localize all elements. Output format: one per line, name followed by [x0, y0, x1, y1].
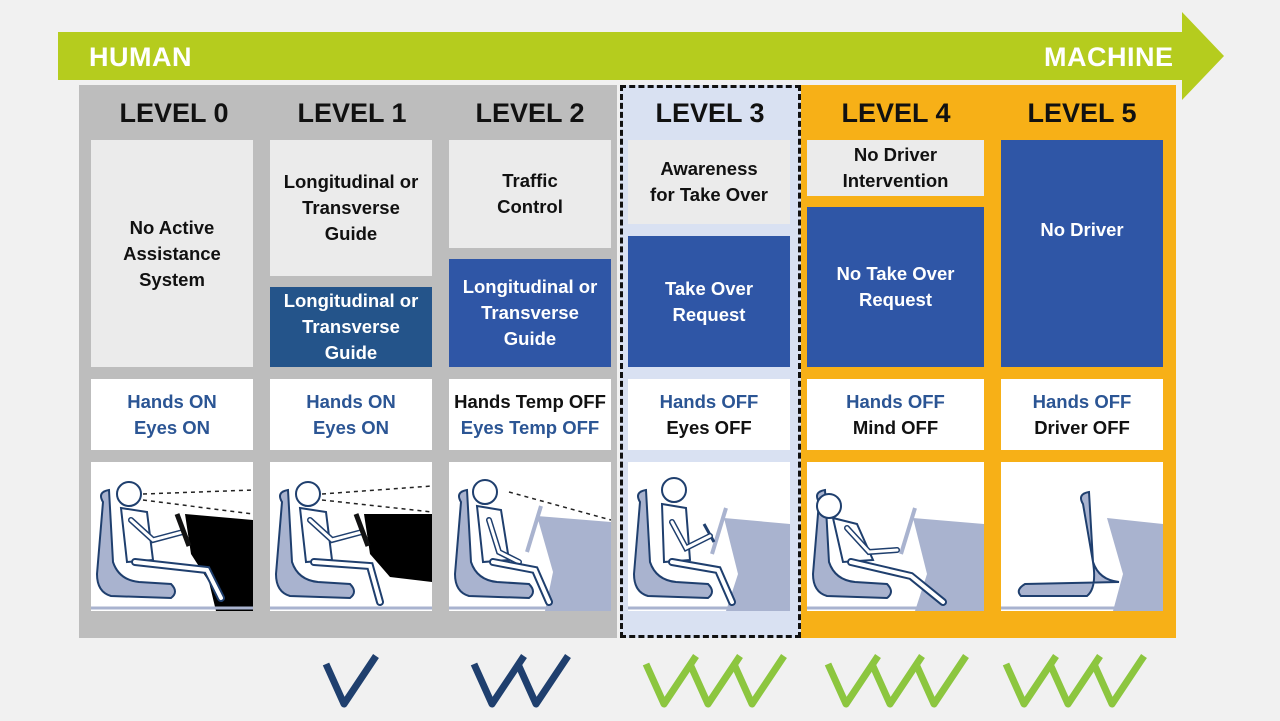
- arrow-label-human: HUMAN: [89, 42, 192, 72]
- level-1-check-marks: [322, 654, 379, 708]
- level-1-system-box: Longitudinal or Transverse Guide: [270, 287, 432, 367]
- level-3-system-box: Take Over Request: [628, 236, 790, 367]
- partial-automation-illustration: [449, 479, 611, 611]
- check-icon: [686, 654, 743, 708]
- level-0-system-box: No Active Assistance System: [91, 140, 253, 367]
- full-automation-illustration: [1001, 490, 1163, 611]
- level-5-scene: [1001, 462, 1163, 611]
- level-3-scene: [628, 462, 790, 611]
- level-5-driver: Driver OFF: [1034, 416, 1130, 438]
- level-3-hands: Hands OFF: [659, 390, 759, 412]
- level-4-status: Hands OFF Mind OFF: [807, 379, 984, 450]
- arrow-label-machine: MACHINE: [1044, 42, 1174, 72]
- level-0-hands: Hands ON: [127, 390, 217, 412]
- level-1-status: Hands ON Eyes ON: [270, 379, 432, 450]
- level-3-human-box: Awareness for Take Over: [628, 140, 790, 224]
- check-icon: [912, 654, 969, 708]
- level-4-human-box: No Driver Intervention: [807, 140, 984, 196]
- manual-driving-illustration: [91, 481, 253, 611]
- level-0-title: LEVEL 0: [119, 98, 229, 128]
- level-4-title: LEVEL 4: [841, 98, 951, 128]
- human-machine-arrow: [58, 12, 1224, 100]
- level-2-eyes: Eyes Temp OFF: [460, 416, 600, 438]
- check-icon: [824, 654, 881, 708]
- level-1-hands: Hands ON: [306, 390, 396, 412]
- check-icon: [470, 654, 527, 708]
- level-1-human-box: Longitudinal or Transverse Guide: [270, 140, 432, 276]
- assisted-driving-illustration: [270, 481, 432, 610]
- level-1-title: LEVEL 1: [297, 98, 407, 128]
- level-5-hands: Hands OFF: [1032, 390, 1132, 412]
- level-3-status: Hands OFF Eyes OFF: [628, 379, 790, 450]
- level-4-check-marks: [824, 654, 969, 708]
- conditional-automation-illustration: [628, 477, 790, 611]
- check-icon: [868, 654, 925, 708]
- check-icon: [642, 654, 699, 708]
- level-4-system-box: No Take Over Request: [807, 207, 984, 367]
- level-3-check-marks: [642, 654, 787, 708]
- level-0-scene: [91, 462, 253, 611]
- level-2-system-box: Longitudinal or Transverse Guide: [449, 259, 611, 367]
- level-0-status: Hands ON Eyes ON: [91, 379, 253, 450]
- check-icon: [1090, 654, 1147, 708]
- level-4-hands: Hands OFF: [846, 390, 945, 412]
- level-2-human-box: Traffic Control: [449, 140, 611, 248]
- check-icon: [1046, 654, 1103, 708]
- level-4-mind: Mind OFF: [852, 416, 939, 438]
- level-5-status: Hands OFF Driver OFF: [1001, 379, 1163, 450]
- level-5-check-marks: [1002, 654, 1147, 708]
- level-2-hands: Hands Temp OFF: [454, 390, 606, 412]
- level-5-system-box: No Driver: [1001, 140, 1163, 367]
- check-icon: [514, 654, 571, 708]
- level-3-title: LEVEL 3: [655, 98, 765, 128]
- level-2-check-marks: [470, 654, 571, 708]
- level-2-status: Hands Temp OFF Eyes Temp OFF: [449, 379, 611, 450]
- check-icon: [1002, 654, 1059, 708]
- check-icon: [730, 654, 787, 708]
- level-1-eyes: Eyes ON: [312, 416, 390, 438]
- level-0-eyes: Eyes ON: [133, 416, 211, 438]
- check-icon: [322, 654, 379, 708]
- level-5-title: LEVEL 5: [1027, 98, 1137, 128]
- high-automation-illustration: [807, 488, 984, 611]
- level-2-scene: [449, 462, 611, 611]
- level-2-title: LEVEL 2: [475, 98, 585, 128]
- level-3-eyes: Eyes OFF: [666, 416, 752, 438]
- level-1-scene: [270, 462, 432, 611]
- level-4-scene: [807, 462, 984, 611]
